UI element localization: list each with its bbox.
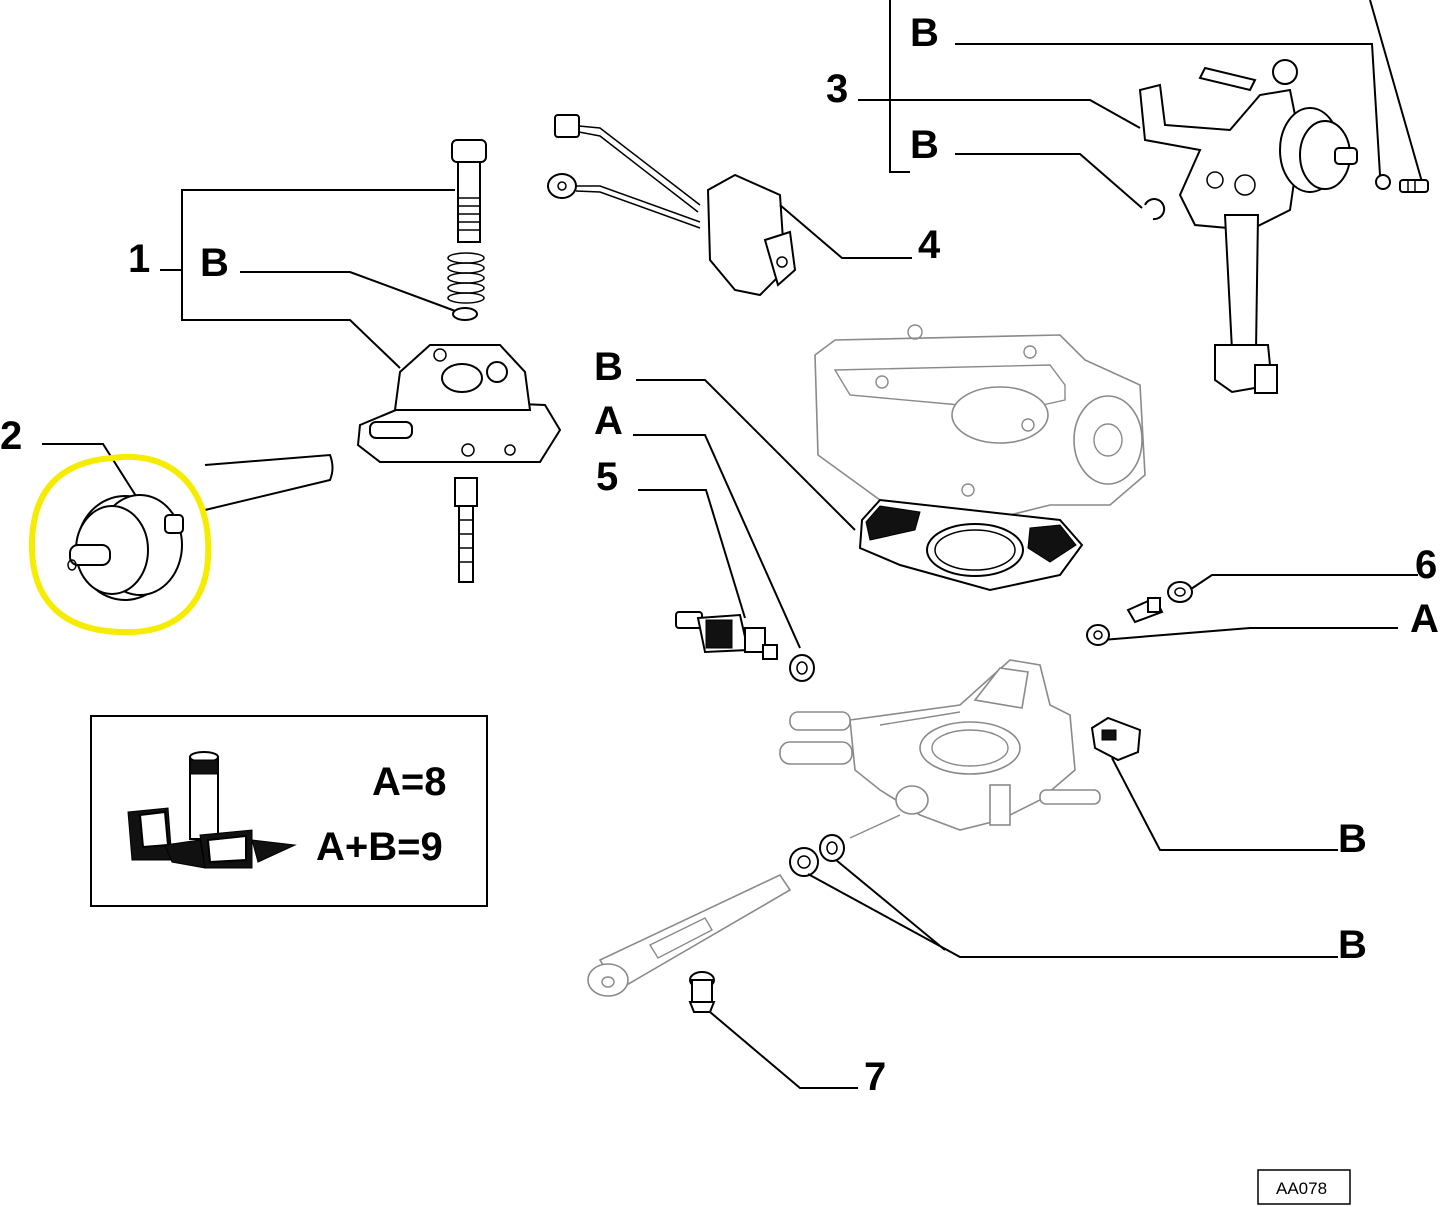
callout-1-b: B: [200, 241, 229, 285]
callout-7: 7: [864, 1055, 886, 1099]
part-4-microswitch: [547, 114, 912, 297]
tab-washer: [1090, 716, 1338, 851]
carburettor-body: [814, 324, 1146, 521]
part-1-fuel-pump: [160, 139, 562, 583]
kit-legend: A=8 A+B=9: [90, 715, 488, 907]
part-2-diaphragm: [42, 443, 334, 601]
part-5-solenoid: [633, 379, 856, 682]
part-7-screw: [688, 971, 858, 1089]
callout-4: 4: [918, 223, 941, 267]
callout-2: 2: [0, 414, 22, 458]
callout-5-b: B: [594, 345, 623, 389]
highlight-ring: [28, 453, 212, 636]
callout-right-b-upper: B: [1338, 817, 1367, 861]
callout-6-a: A: [1410, 597, 1439, 641]
kit-icon: [127, 751, 297, 869]
callout-5-a: A: [594, 399, 623, 443]
throttle-spindle: [587, 814, 1338, 997]
callout-3-b-bottom: B: [910, 123, 939, 167]
callout-3-b-top: B: [910, 11, 939, 55]
drawing-code: AA078: [1276, 1179, 1327, 1198]
callout-5: 5: [596, 455, 618, 499]
callout-right-b-lower: B: [1338, 923, 1367, 967]
callout-1: 1: [128, 237, 150, 281]
part-3-linkage: [858, 0, 1429, 394]
throttle-body: [779, 659, 1101, 831]
kit-line-2: A+B=9: [316, 825, 443, 869]
part-6-jet: [1086, 574, 1418, 646]
drawing-code-box: AA078: [1257, 1169, 1351, 1205]
gasket: [858, 498, 1084, 592]
callout-6: 6: [1415, 543, 1437, 587]
kit-line-1: A=8: [372, 760, 447, 804]
callout-3: 3: [826, 67, 848, 111]
